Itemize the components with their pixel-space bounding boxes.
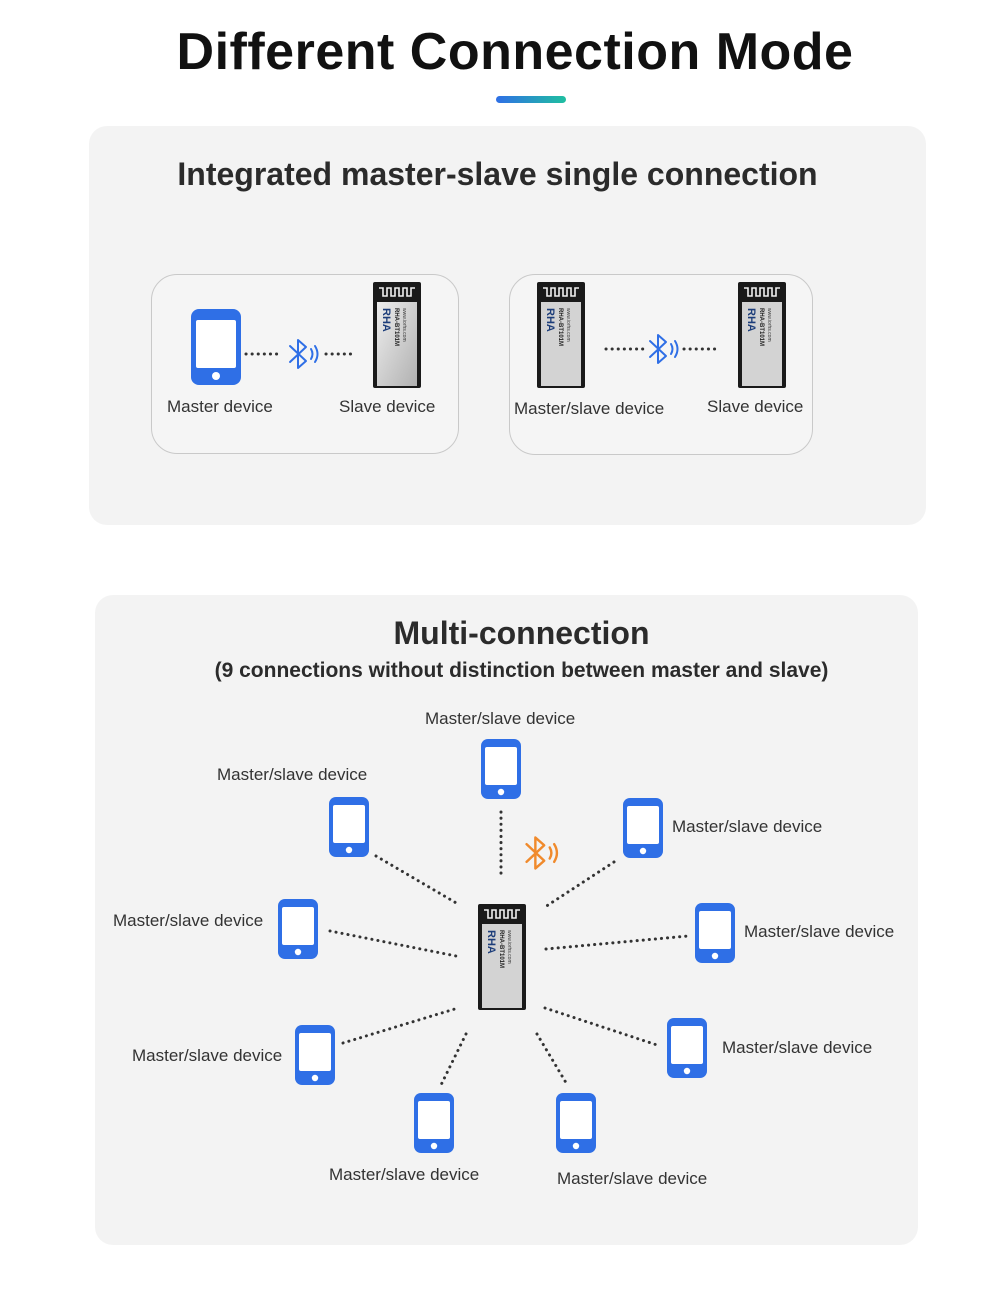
module-model: RHA-BT101M (498, 930, 504, 968)
module-logo: RHA (485, 930, 497, 954)
dotted-link (544, 934, 690, 951)
smartphone-icon (623, 798, 663, 858)
module-website: www.iorhs.com (506, 930, 512, 964)
smartphone-icon (278, 899, 318, 959)
bluetooth-icon (649, 334, 679, 364)
single-connection-title: Integrated master-slave single connectio… (177, 156, 818, 192)
dotted-link (341, 1006, 460, 1045)
smartphone-icon (695, 903, 735, 963)
node-label-bottom-right: Master/slave device (557, 1169, 708, 1188)
bluetooth-module-center: RHA RHA-BT101M www.iorhs.com (478, 904, 526, 1010)
dotted-link (438, 1032, 468, 1089)
dotted-link (543, 860, 616, 909)
node-label-bottom-left: Master/slave device (329, 1165, 480, 1184)
node-label-right: Master/slave device (744, 922, 895, 941)
slave-device-label: Slave device (339, 397, 436, 416)
page-title: Different Connection Mode (176, 23, 854, 81)
module-website: www.iorhs.com (565, 308, 571, 342)
smartphone-icon (667, 1018, 707, 1078)
slave-device-label: Slave device (707, 397, 804, 416)
module-logo: RHA (544, 308, 556, 332)
module-website: www.iorhs.com (401, 308, 407, 342)
master-device-label: Master device (167, 397, 273, 416)
bluetooth-module: RHA RHA-BT101M www.iorhs.com (738, 282, 786, 388)
masterslave-device-label: Master/slave device (514, 399, 665, 418)
module-model: RHA-BT101M (557, 308, 563, 346)
dotted-link (328, 929, 458, 958)
smartphone-icon (556, 1093, 596, 1153)
node-label-lower-left: Master/slave device (132, 1046, 283, 1065)
smartphone-icon (329, 797, 369, 857)
node-label-top: Master/slave device (425, 709, 576, 728)
smartphone-icon (295, 1025, 335, 1085)
module-website: www.iorhs.com (766, 308, 772, 342)
bluetooth-icon (289, 339, 319, 369)
node-label-upper-left: Master/slave device (217, 765, 368, 784)
bluetooth-icon (525, 836, 559, 870)
module-model: RHA-BT101M (758, 308, 764, 346)
node-label-left: Master/slave device (113, 911, 264, 930)
dotted-link (535, 1032, 570, 1088)
dotted-link (543, 1006, 659, 1047)
smartphone-icon (191, 309, 241, 385)
node-label-upper-right: Master/slave device (672, 817, 823, 836)
module-logo: RHA (380, 308, 392, 332)
title-underline (496, 96, 566, 103)
module-model: RHA-BT101M (393, 308, 399, 346)
bluetooth-module: RHA RHA-BT101M www.iorhs.com (373, 282, 421, 388)
bluetooth-module: RHA RHA-BT101M www.iorhs.com (537, 282, 585, 388)
module-logo: RHA (745, 308, 757, 332)
smartphone-icon (414, 1093, 454, 1153)
smartphone-icon (481, 739, 521, 799)
node-label-lower-right: Master/slave device (722, 1038, 873, 1057)
multi-connection-subtitle: (9 connections without distinction betwe… (214, 659, 829, 682)
dotted-link (374, 854, 460, 906)
multi-connection-title: Multi-connection (393, 615, 650, 651)
